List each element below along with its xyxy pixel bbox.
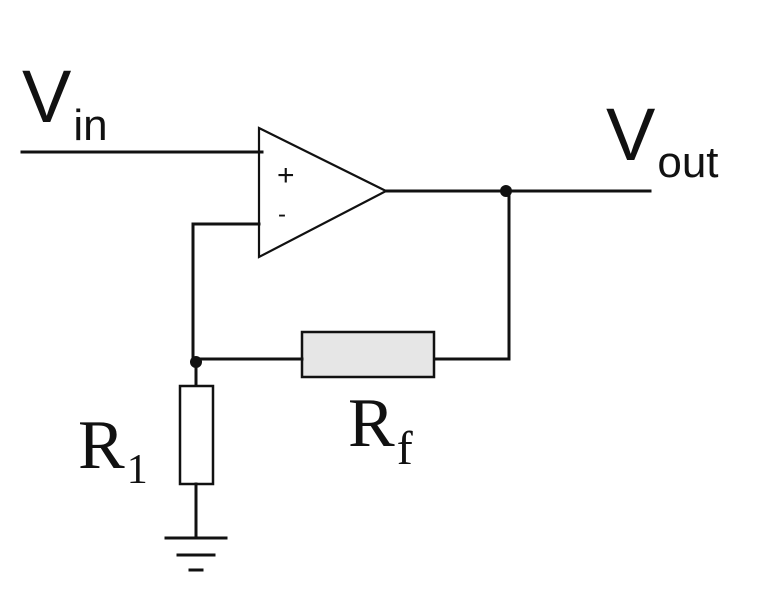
rf-label: Rf (348, 385, 413, 475)
op-amp-triangle (257, 126, 389, 259)
r1-resistor (178, 384, 215, 486)
vout-label: Vout (606, 93, 719, 187)
minus-sign: - (278, 201, 286, 228)
plus-sign: + (277, 159, 295, 192)
vin-label: Vin (22, 55, 108, 150)
r1-label: R1 (78, 407, 148, 493)
ground-icon (164, 536, 228, 572)
rf-resistor (300, 330, 436, 379)
